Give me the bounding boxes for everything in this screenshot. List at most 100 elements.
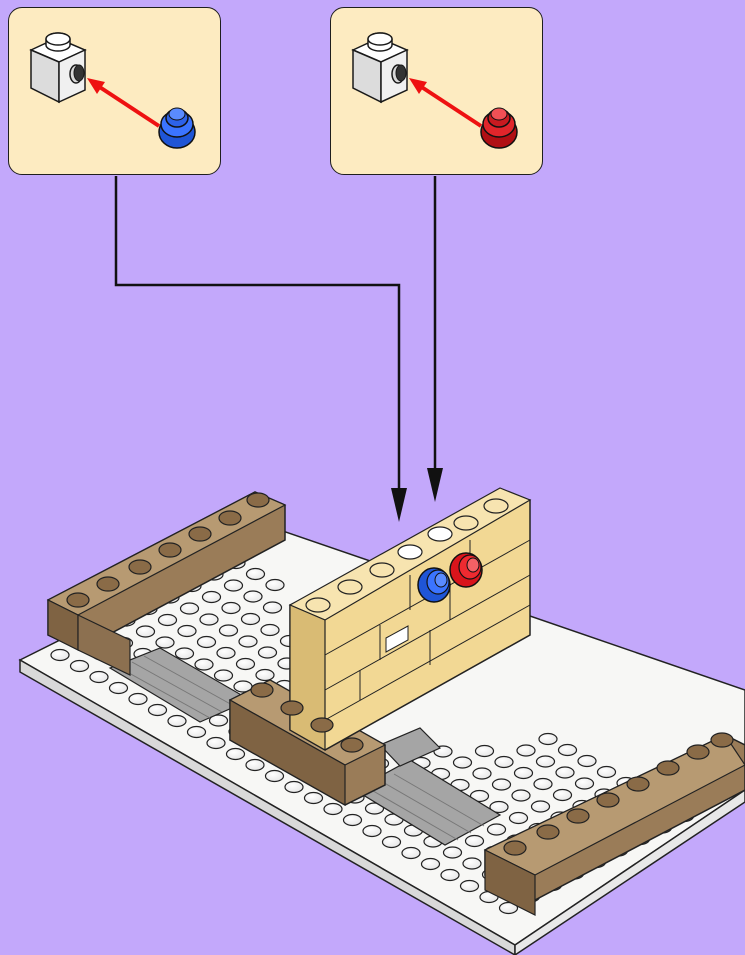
foundation-stud — [218, 510, 242, 526]
baseplate-stud — [323, 802, 343, 816]
red-round-plate-installed — [449, 552, 483, 588]
baseplate-stud — [472, 767, 492, 780]
baseplate-stud — [469, 789, 490, 803]
baseplate-stud — [240, 612, 261, 626]
foundation-stud — [566, 808, 590, 824]
baseplate-stud — [535, 755, 556, 768]
baseplate-stud — [574, 777, 595, 790]
baseplate-stud — [262, 601, 283, 614]
baseplate-stud — [464, 834, 485, 848]
baseplate-stud — [50, 648, 70, 662]
baseplate-stud — [225, 747, 246, 761]
baseplate-stud — [199, 613, 219, 626]
baseplate-stud — [260, 623, 280, 637]
baseplate-stud — [513, 766, 534, 780]
baseplate-stud — [440, 868, 460, 882]
foundation-stud — [710, 732, 734, 748]
baseplate-stud — [216, 646, 236, 660]
baseplate-stud — [265, 578, 285, 592]
foundation-stud — [310, 717, 334, 733]
baseplate-stud — [284, 780, 304, 794]
blue-round-plate-installed — [417, 567, 451, 603]
baseplate-stud — [196, 635, 217, 649]
baseplate-stud — [194, 658, 214, 671]
foundation-stud — [66, 592, 90, 608]
baseplate-stud — [459, 879, 480, 893]
baseplate-stud — [474, 744, 495, 758]
baseplate-stud — [167, 714, 187, 728]
baseplate-stud — [494, 755, 514, 769]
baseplate-stud — [530, 800, 551, 813]
callout-red-plate — [330, 7, 543, 175]
baseplate-stud — [235, 657, 256, 671]
white-brick-icon — [29, 32, 87, 104]
baseplate-stud — [221, 601, 241, 615]
baseplate-stud — [243, 590, 263, 603]
baseplate-stud — [264, 769, 285, 783]
arrow-icon — [409, 78, 483, 128]
foundation-stud — [280, 700, 304, 716]
baseplate-stud — [364, 802, 385, 815]
blue-round-plate-icon — [158, 107, 196, 149]
baseplate-stud — [213, 669, 234, 682]
baseplate-stud — [303, 791, 324, 805]
baseplate-stud — [174, 647, 195, 660]
baseplate-stud — [538, 732, 558, 746]
baseplate-stud — [362, 824, 382, 838]
foundation-stud — [250, 682, 274, 698]
baseplate-stud — [135, 625, 156, 638]
foundation-stud — [340, 737, 364, 753]
baseplate-stud — [557, 743, 578, 757]
baseplate-stud — [511, 789, 531, 802]
baseplate-stud — [596, 765, 617, 779]
baseplate-stud — [255, 668, 275, 682]
foundation-stud — [596, 792, 620, 808]
baseplate-stud — [238, 635, 258, 648]
baseplate-stud — [177, 624, 197, 638]
baseplate-stud — [69, 659, 90, 673]
foundation-studs — [66, 492, 734, 856]
foundation-stud — [96, 576, 120, 592]
baseplate-stud — [245, 758, 265, 772]
callout-red-illustration — [351, 32, 518, 149]
baseplate-stud — [179, 602, 200, 615]
foundation-stud — [656, 760, 680, 776]
baseplate-stud — [186, 725, 207, 739]
baseplate-stud — [223, 579, 244, 592]
baseplate-stud — [206, 736, 226, 750]
foundation-stud — [246, 492, 270, 508]
foundation-stud — [158, 542, 182, 558]
foundation-stud — [626, 776, 650, 792]
baseplate-stud — [108, 681, 129, 695]
grey-tile-right — [353, 727, 502, 846]
baseplate-stud — [462, 857, 482, 870]
foundation-stud — [686, 744, 710, 760]
baseplate-stud — [491, 778, 512, 791]
foundation-stud — [536, 824, 560, 840]
baseplate-stud — [577, 754, 597, 768]
callout-connector-lines — [114, 176, 443, 522]
baseplate-stud — [486, 823, 507, 836]
baseplate-stud — [342, 813, 363, 827]
wall-top-studs — [305, 498, 509, 613]
baseplate-stud — [552, 788, 573, 802]
arrow-icon — [87, 78, 161, 128]
callout-blue-plate — [8, 7, 221, 175]
baseplate-stud — [555, 766, 575, 779]
baseplate-stud — [420, 857, 441, 871]
white-brick-icon — [351, 32, 409, 104]
baseplate-stud — [442, 846, 463, 859]
baseplate-stud — [381, 835, 402, 849]
red-round-plate-icon — [480, 107, 518, 149]
baseplate-stud — [218, 624, 239, 637]
foundation-stud — [188, 526, 212, 542]
baseplate-stud — [533, 777, 553, 791]
baseplate-stud — [208, 714, 229, 727]
baseplate-stud — [489, 800, 509, 814]
baseplate-stud — [508, 811, 529, 825]
baseplate-stud — [128, 692, 148, 706]
foundation-stud — [503, 840, 527, 856]
baseplate-stud — [452, 756, 473, 769]
grey-tile-left — [108, 647, 252, 723]
